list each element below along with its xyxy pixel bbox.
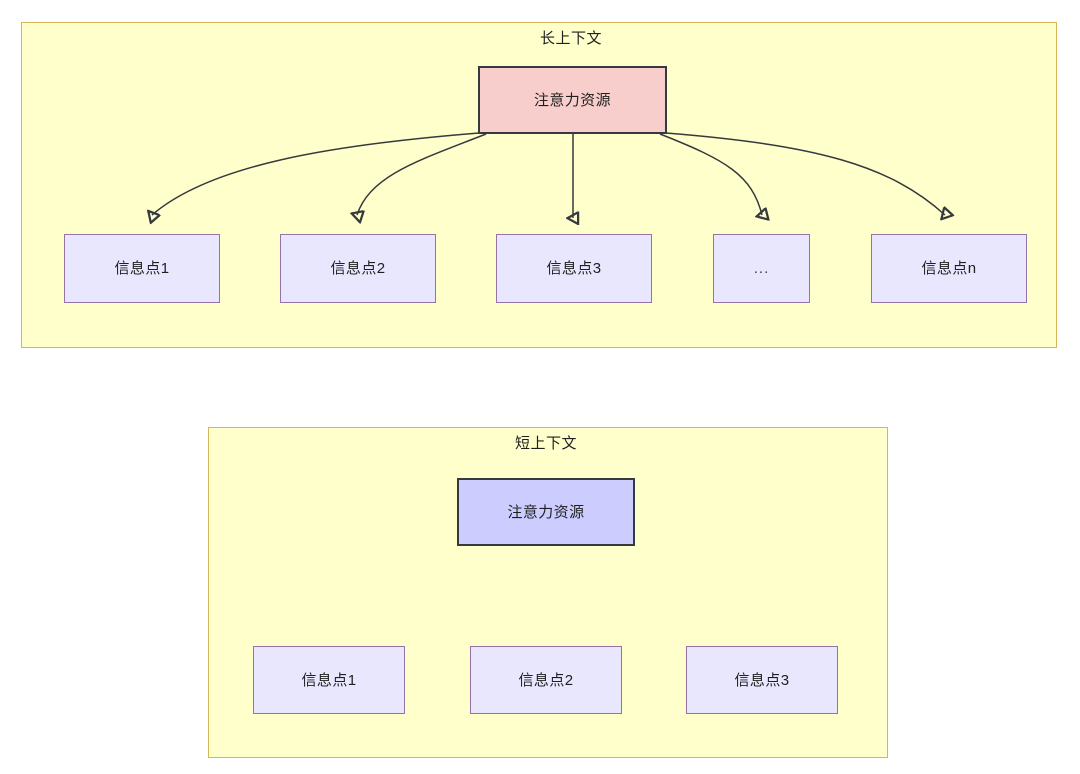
node-label: ... — [753, 260, 770, 277]
node-info-point-short-3[interactable]: 信息点3 — [686, 646, 838, 714]
panel-short-context-title: 短上下文 — [514, 435, 577, 452]
node-label: 信息点1 — [114, 260, 170, 277]
node-label: 信息点2 — [330, 260, 386, 277]
node-label: 信息点3 — [734, 671, 790, 689]
node-label: 信息点2 — [518, 671, 574, 689]
node-label: 信息点3 — [546, 260, 602, 277]
node-info-point-long-ellipsis[interactable]: ... — [713, 234, 810, 303]
node-info-point-short-2[interactable]: 信息点2 — [470, 646, 622, 714]
node-attention-resource-short[interactable]: 注意力资源 — [457, 478, 635, 546]
node-info-point-long-3[interactable]: 信息点3 — [496, 234, 652, 303]
node-info-point-long-n[interactable]: 信息点n — [871, 234, 1027, 303]
node-label: 注意力资源 — [533, 91, 611, 109]
node-info-point-short-1[interactable]: 信息点1 — [253, 646, 405, 714]
node-label: 信息点1 — [301, 671, 357, 689]
node-info-point-long-2[interactable]: 信息点2 — [280, 234, 436, 303]
panel-long-context-title: 长上下文 — [539, 30, 602, 47]
node-attention-resource-long[interactable]: 注意力资源 — [478, 66, 667, 134]
node-label: 信息点n — [921, 260, 977, 277]
node-label: 注意力资源 — [507, 503, 585, 521]
node-info-point-long-1[interactable]: 信息点1 — [64, 234, 220, 303]
